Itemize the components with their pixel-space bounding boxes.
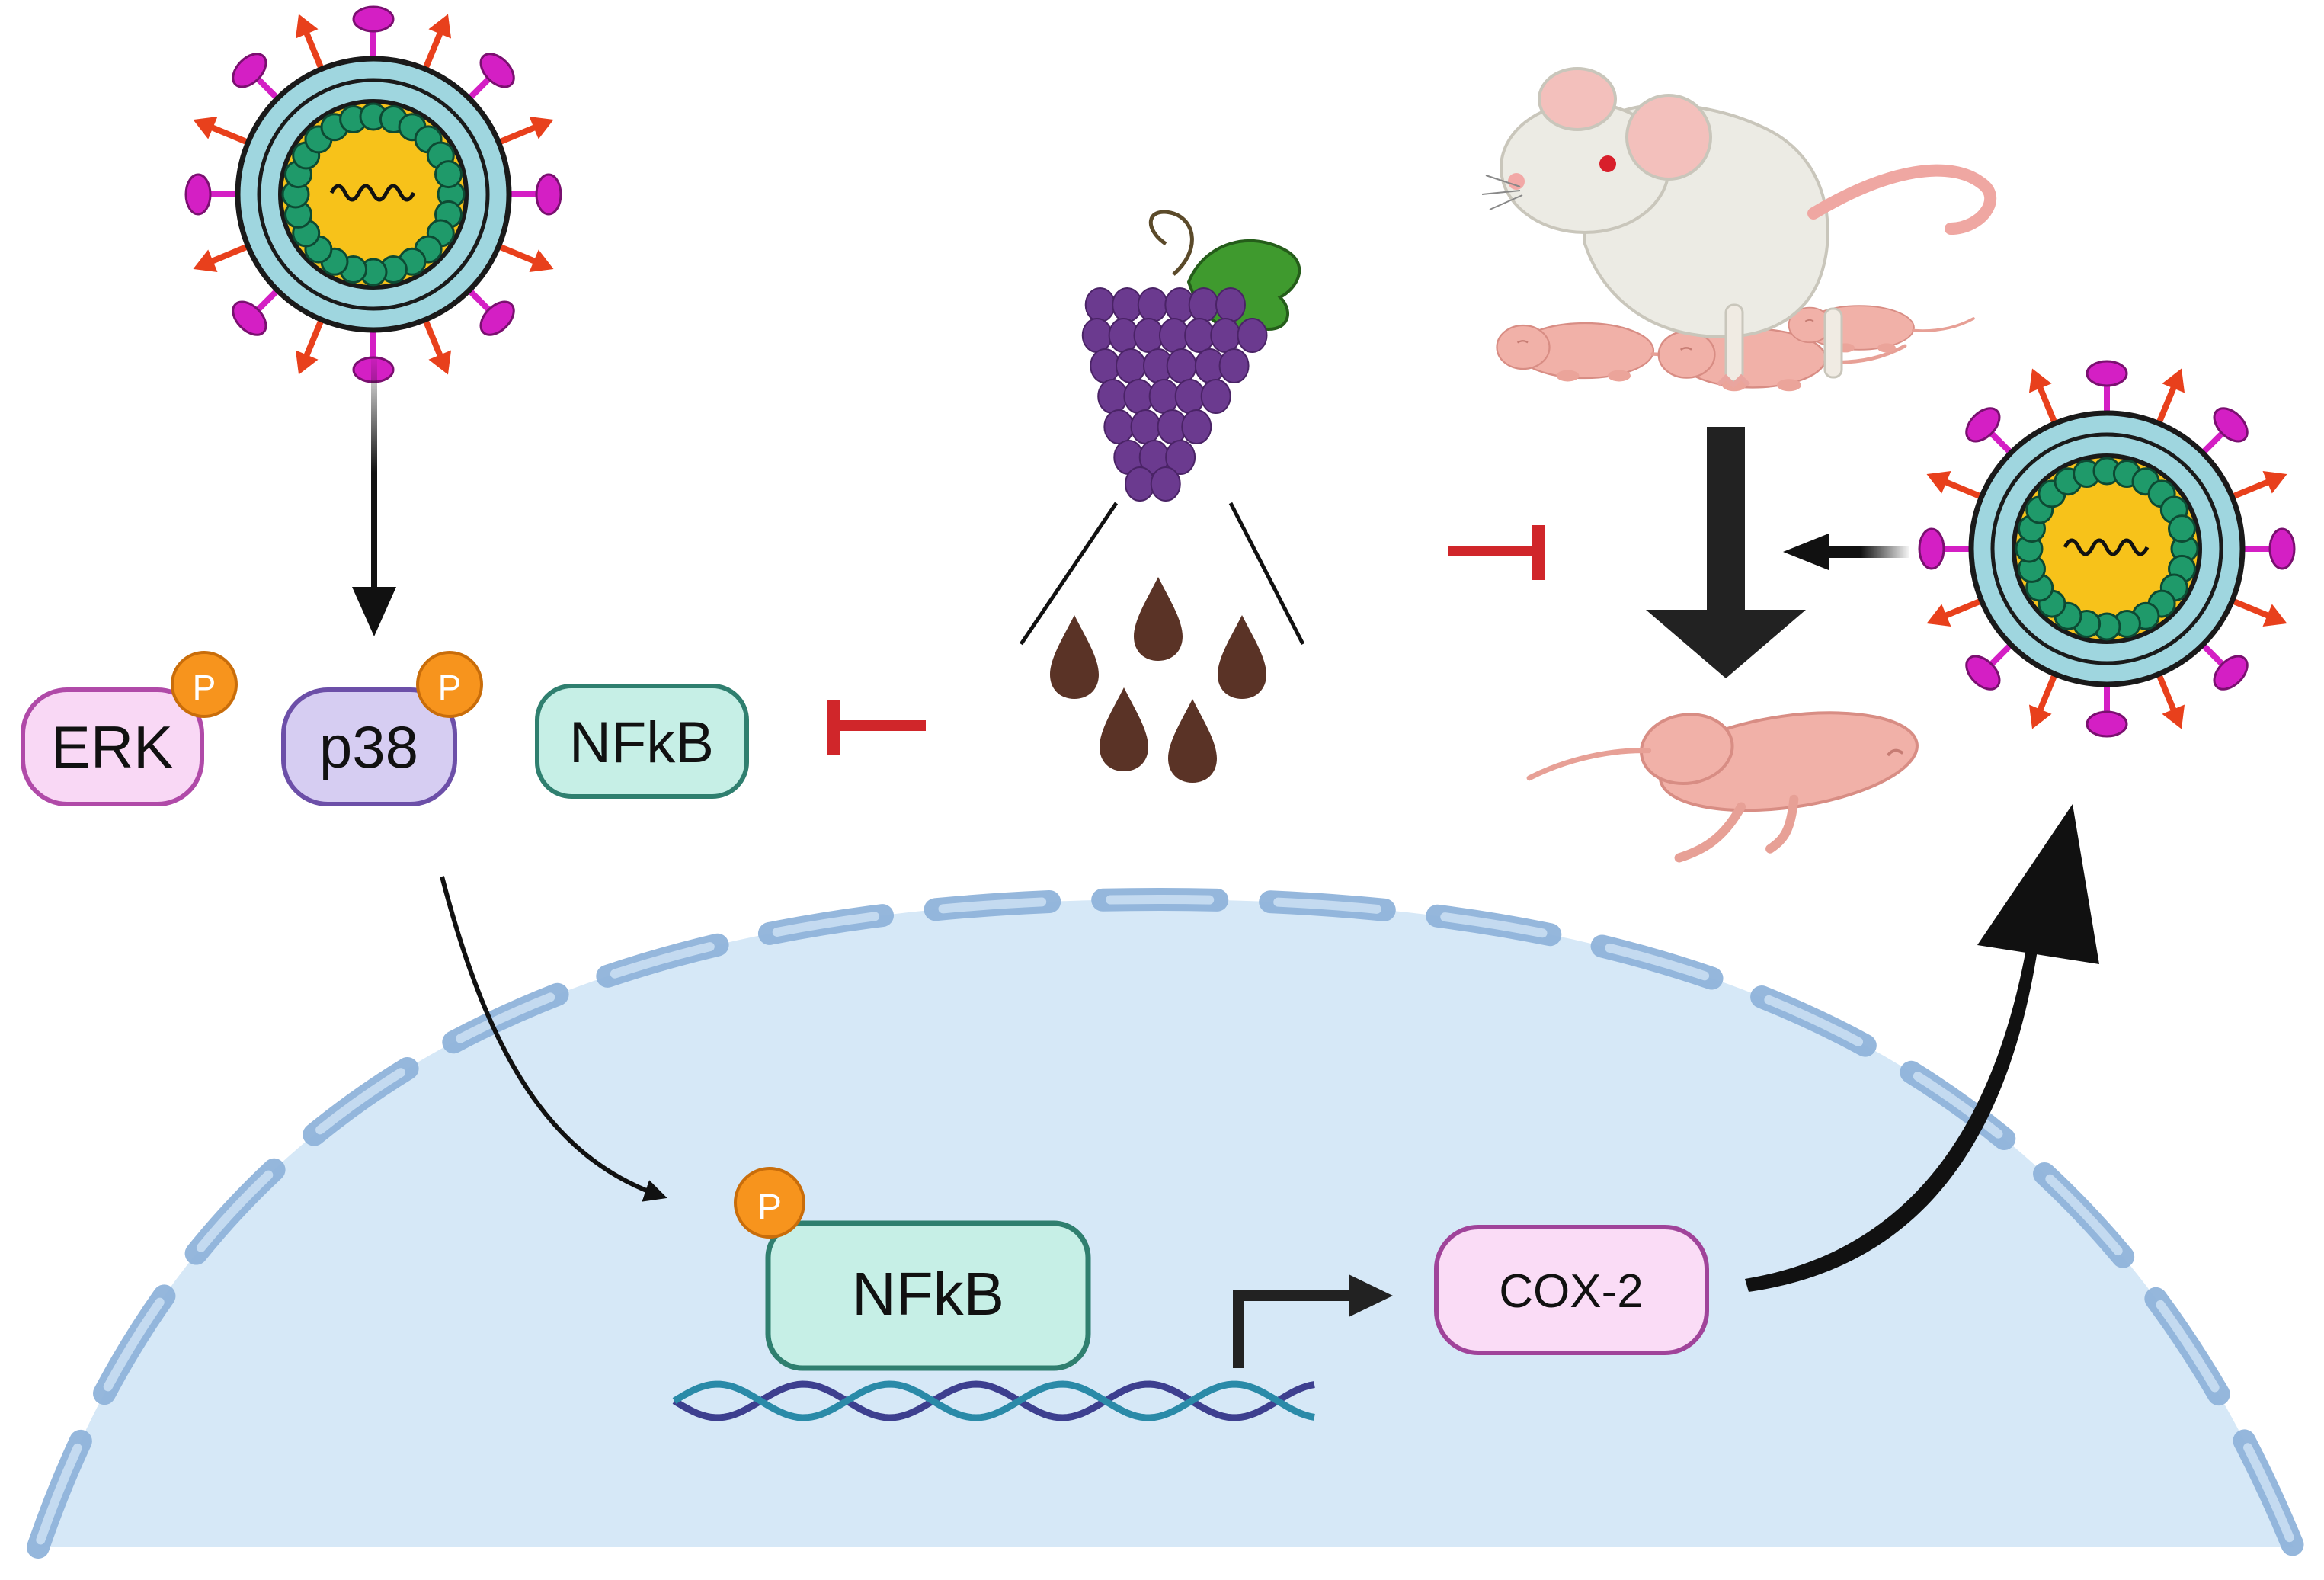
phospho-badge: P	[418, 652, 482, 716]
nfkb-nuclear-label: NFkB	[852, 1260, 1004, 1328]
cox2-protein: COX-2	[1436, 1227, 1707, 1353]
activation-arrow	[1646, 427, 1806, 678]
nfkb-protein: NFkB	[537, 686, 747, 796]
nfkb-nuclear-protein: NFkB	[768, 1223, 1088, 1368]
phospho-badge: P	[735, 1168, 804, 1237]
nucleus	[38, 899, 2294, 1547]
cox2-label: COX-2	[1499, 1265, 1643, 1318]
p38-label: p38	[319, 713, 418, 780]
phospho-label: P	[757, 1187, 782, 1228]
phospho-label: P	[193, 668, 216, 707]
phospho-badge: P	[172, 652, 236, 716]
grape-seed-icon	[1050, 577, 1266, 783]
virus-icon	[186, 7, 561, 382]
erk-protein: ERK	[23, 690, 202, 804]
pup-icon	[1524, 683, 1929, 880]
divider	[1021, 503, 1116, 644]
inhibition-symbol	[1448, 525, 1545, 580]
activation-arrow	[1783, 534, 1909, 570]
inhibition-symbol	[827, 700, 926, 755]
phospho-label: P	[438, 668, 462, 707]
grape-icon	[1083, 212, 1300, 501]
activation-arrow	[352, 358, 396, 636]
mouse-with-pups-icon	[1482, 69, 1990, 391]
nfkb-label: NFkB	[569, 710, 714, 775]
virus-icon	[1919, 361, 2294, 736]
erk-label: ERK	[51, 713, 173, 780]
